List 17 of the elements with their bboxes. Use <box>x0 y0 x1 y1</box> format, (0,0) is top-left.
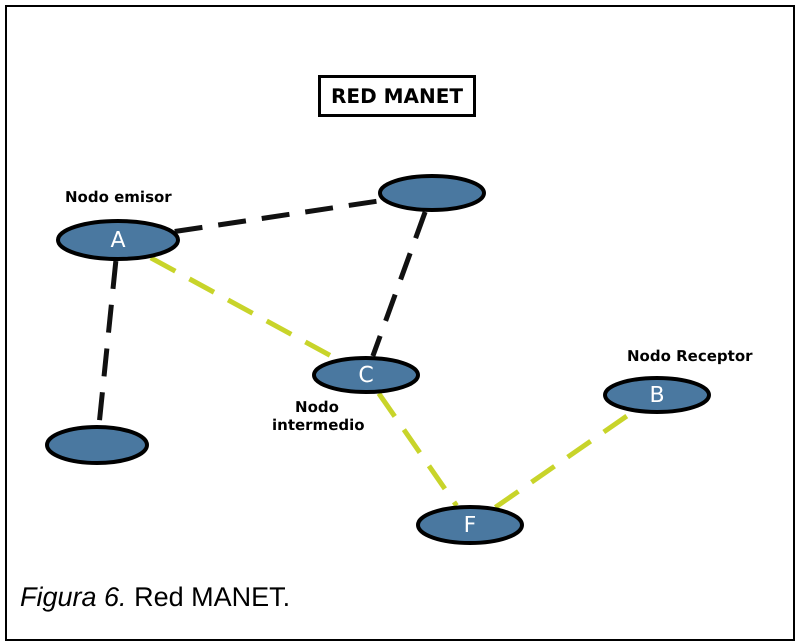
node-caption: Nodo intermedio <box>272 398 362 434</box>
node-caption: Nodo emisor <box>65 188 172 206</box>
figure-caption: Figura 6. Red MANET. <box>20 582 290 613</box>
node-letter: F <box>462 512 478 540</box>
dashed-link <box>376 392 459 508</box>
node-ellipse <box>45 425 149 465</box>
node-ellipse <box>378 174 486 212</box>
node-letter: A <box>109 226 127 254</box>
node-ellipse <box>312 356 420 394</box>
dashed-link <box>370 211 428 357</box>
node-caption: Nodo Receptor <box>627 347 753 365</box>
node-letter: C <box>357 362 375 390</box>
node-ellipse <box>603 376 711 414</box>
node-letter: B <box>648 382 666 410</box>
node-ellipse <box>56 219 180 261</box>
title: RED MANET <box>318 75 476 117</box>
node-ellipse <box>416 505 524 545</box>
